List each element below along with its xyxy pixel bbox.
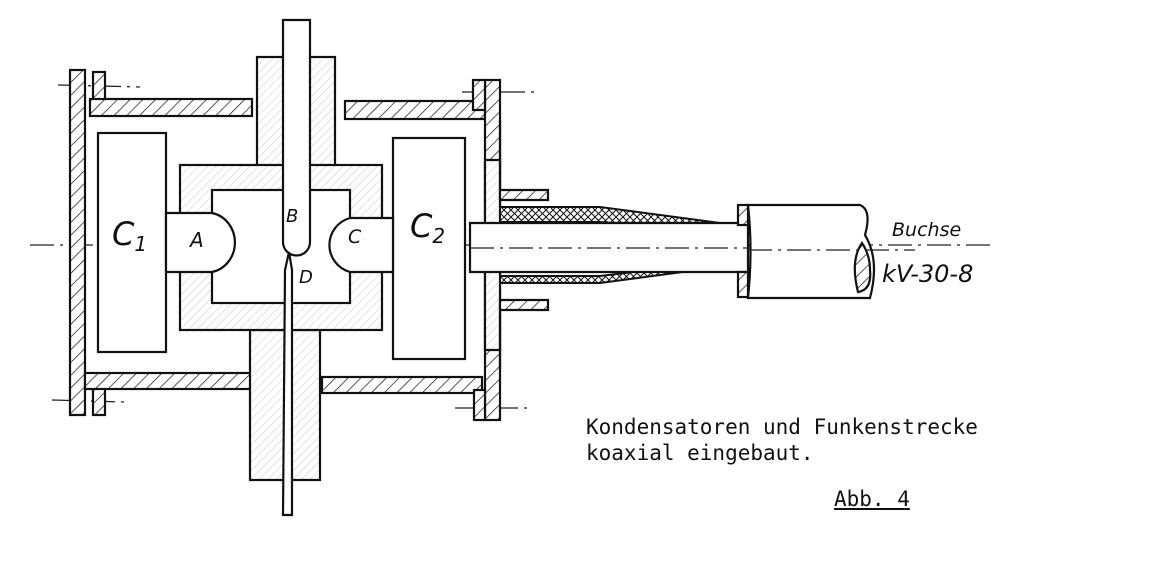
label-c2: C2 [410,207,445,248]
capacitor-c1 [96,131,168,354]
trigger-needle-d [281,251,294,517]
label-d: D [299,267,313,288]
label-socket-type: kV-30-8 [882,260,973,288]
electrode-c [328,216,395,274]
electrode-b-rod [281,18,312,257]
label-socket: Buchse [892,219,961,241]
label-c: C [348,226,362,248]
figure-number: Abb. 4 [834,487,910,511]
electrode-a [164,211,236,274]
caption-line-1: Kondensatoren und Funkenstrecke [586,415,978,439]
capacitor-c2 [391,136,467,361]
label-c1: C1 [112,215,147,256]
coaxial-output [468,120,760,370]
label-b: B [286,206,298,227]
label-a: A [188,228,204,252]
socket-cable [746,203,915,300]
caption-line-2: koaxial eingebaut. [586,441,814,465]
